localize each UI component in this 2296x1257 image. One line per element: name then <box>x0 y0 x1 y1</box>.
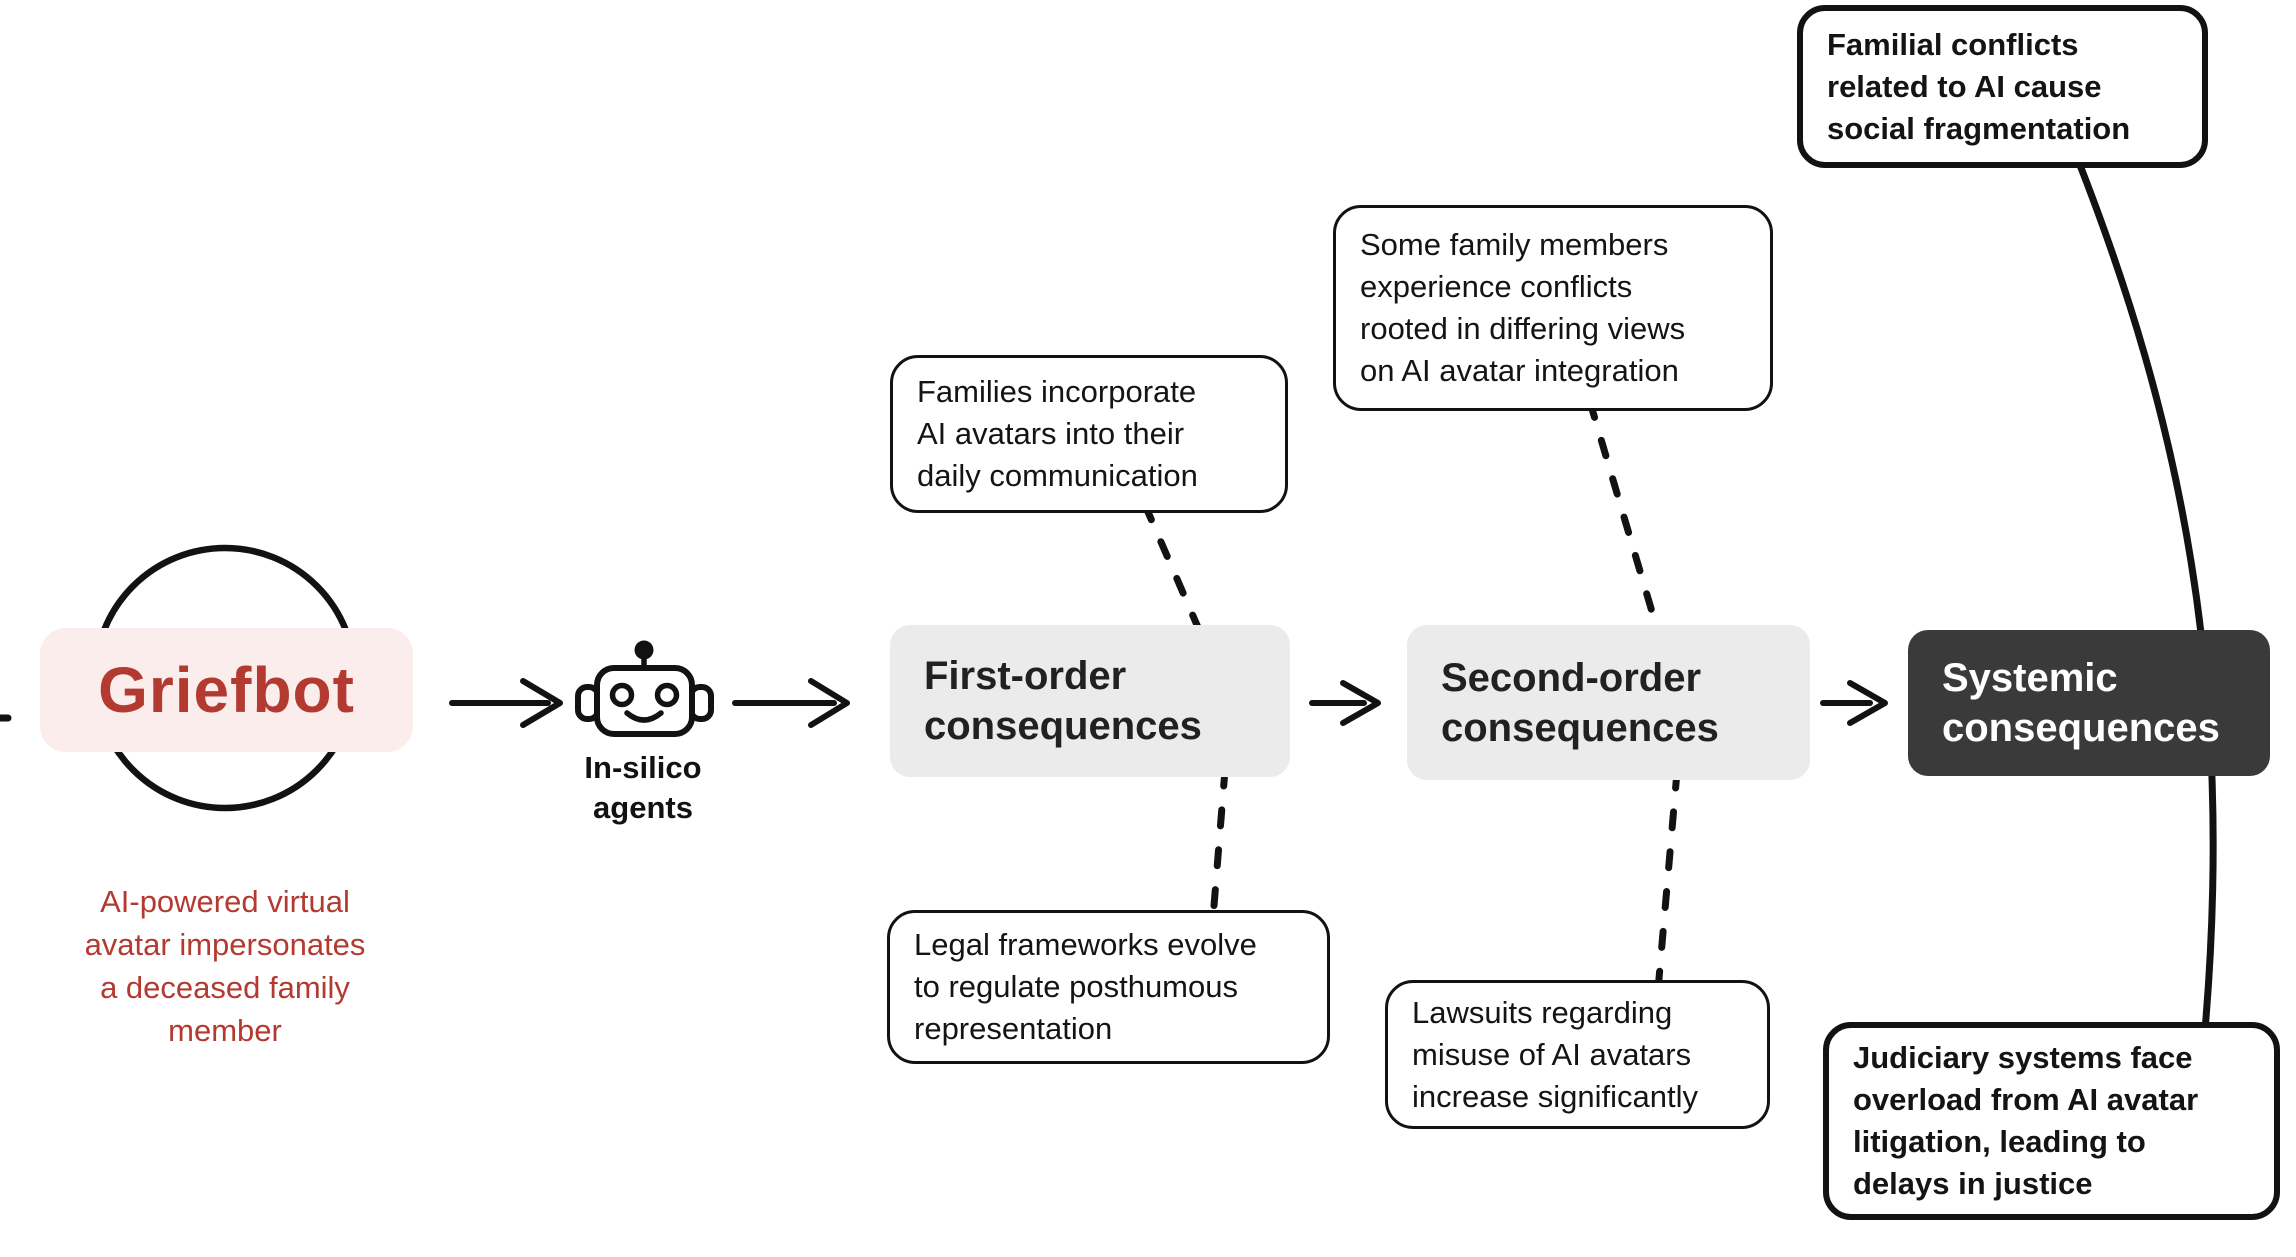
callout-some-family-members: Some family members experience conflicts… <box>1333 205 1773 411</box>
callout-lawsuits: Lawsuits regarding misuse of AI avatars … <box>1385 980 1770 1129</box>
robot-eye-right <box>654 682 680 708</box>
robot-icon <box>575 640 714 737</box>
solid-connector-familial-to-judiciary <box>2074 156 2217 1034</box>
callout-families-incorporate: Families incorporate AI avatars into the… <box>890 355 1288 513</box>
arrow-first-to-second-order <box>1309 680 1381 726</box>
dashed-connector-second-order-to-lawsuits <box>1654 768 1681 994</box>
callout-judiciary-systems: Judiciary systems face overload from AI … <box>1823 1022 2280 1220</box>
griefbot-description: AI-powered virtual avatar impersonates a… <box>84 884 366 1048</box>
robot-smile <box>624 710 664 723</box>
griefbot-node: Griefbot <box>40 628 413 752</box>
callout-legal-frameworks: Legal frameworks evolve to regulate post… <box>887 910 1330 1064</box>
dashed-connector-some-family-to-second-order <box>1586 398 1662 636</box>
arrow-agent-to-first-order <box>732 678 850 728</box>
dashed-connector-families-to-first-order <box>1141 501 1204 636</box>
callout-familial-conflicts: Familial conflicts related to AI cause s… <box>1797 5 2208 168</box>
robot-eye-left <box>609 682 635 708</box>
arrow-second-to-systemic <box>1820 680 1888 726</box>
agent-label: In-silico agents <box>584 750 702 825</box>
robot-head <box>594 665 695 737</box>
stage-box-systemic: Systemic consequences <box>1908 630 2270 776</box>
robot-antenna-ball <box>634 640 654 660</box>
dashed-connector-first-order-to-legal <box>1209 766 1229 922</box>
stage-box-first-order: First-order consequences <box>890 625 1290 777</box>
arrow-griefbot-to-agent <box>449 678 563 728</box>
stage-box-second-order: Second-order consequences <box>1407 625 1810 780</box>
